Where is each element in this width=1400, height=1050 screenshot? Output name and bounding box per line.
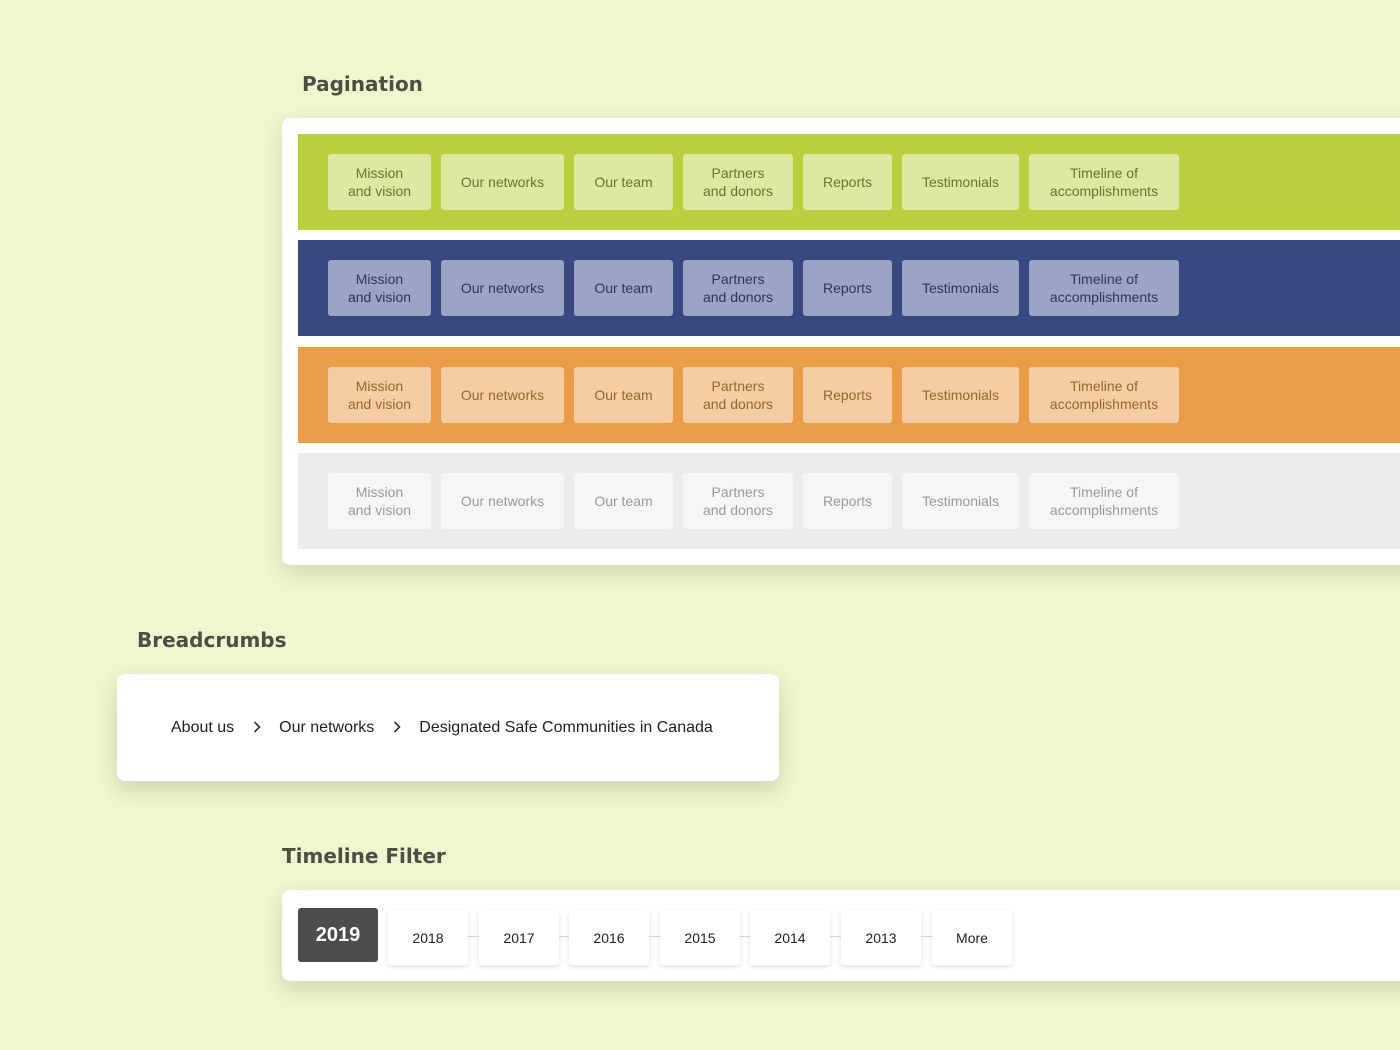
tab-our-team[interactable]: Our team [574,473,673,529]
year-button[interactable]: 2018 [388,910,468,965]
tab-our-team[interactable]: Our team [574,260,673,316]
tab-testimonials[interactable]: Testimonials [902,367,1019,423]
pagination-title: Pagination [302,72,423,96]
tab-our-networks[interactable]: Our networks [441,367,564,423]
breadcrumb-item-about-us[interactable]: About us [171,718,235,736]
more-button[interactable]: More [932,910,1012,965]
tab-timeline-of-accomplishments[interactable]: Timeline of accomplishments [1029,260,1179,316]
tab-reports[interactable]: Reports [803,154,892,210]
tab-reports[interactable]: Reports [803,260,892,316]
breadcrumb-item-current: Designated Safe Communities in Canada [419,718,713,736]
tab-partners-and-donors[interactable]: Partners and donors [683,473,793,529]
tab-mission-and-vision[interactable]: Mission and vision [328,260,431,316]
timeline-filter: 2019 2018 2017 2016 2015 2014 2013 More [282,890,1400,981]
tab-timeline-of-accomplishments[interactable]: Timeline of accomplishments [1029,154,1179,210]
chevron-right-icon [374,719,419,737]
year-button-active[interactable]: 2019 [298,908,378,962]
tab-timeline-of-accomplishments[interactable]: Timeline of accomplishments [1029,473,1179,529]
timeline-filter-title: Timeline Filter [282,844,446,868]
breadcrumbs-title: Breadcrumbs [137,628,287,652]
tab-our-team[interactable]: Our team [574,154,673,210]
year-button[interactable]: 2016 [569,910,649,965]
year-button[interactable]: 2015 [660,910,740,965]
tab-reports[interactable]: Reports [803,473,892,529]
year-button[interactable]: 2014 [750,910,830,965]
tab-mission-and-vision[interactable]: Mission and vision [328,473,431,529]
tab-timeline-of-accomplishments[interactable]: Timeline of accomplishments [1029,367,1179,423]
tab-mission-and-vision[interactable]: Mission and vision [328,367,431,423]
tab-our-networks[interactable]: Our networks [441,260,564,316]
tab-testimonials[interactable]: Testimonials [902,154,1019,210]
year-button[interactable]: 2013 [841,910,921,965]
tab-partners-and-donors[interactable]: Partners and donors [683,260,793,316]
tab-testimonials[interactable]: Testimonials [902,260,1019,316]
tab-our-networks[interactable]: Our networks [441,154,564,210]
breadcrumb: About us Our networks Designated Safe Co… [117,674,779,781]
tab-partners-and-donors[interactable]: Partners and donors [683,154,793,210]
tab-testimonials[interactable]: Testimonials [902,473,1019,529]
chevron-right-icon [234,719,279,737]
tab-reports[interactable]: Reports [803,367,892,423]
tab-our-networks[interactable]: Our networks [441,473,564,529]
year-button[interactable]: 2017 [479,910,559,965]
tab-mission-and-vision[interactable]: Mission and vision [328,154,431,210]
tab-our-team[interactable]: Our team [574,367,673,423]
breadcrumb-item-our-networks[interactable]: Our networks [279,718,375,736]
tab-partners-and-donors[interactable]: Partners and donors [683,367,793,423]
